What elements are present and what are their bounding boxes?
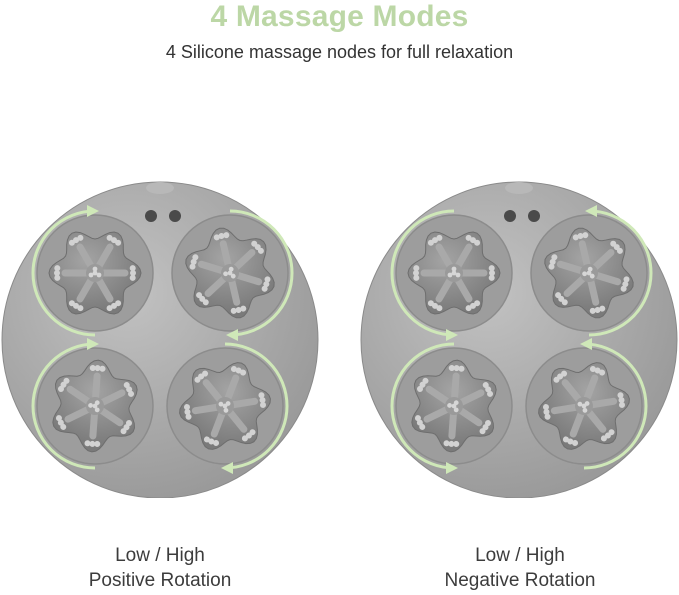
counterclockwise-arrow-icon [390, 342, 458, 474]
massage-node-icon [179, 362, 271, 450]
counterclockwise-arrow-icon [390, 209, 458, 341]
button-left-icon [504, 210, 516, 222]
button-right-icon [169, 210, 181, 222]
caption-speed: Low / High [475, 545, 565, 566]
clockwise-arrow-icon [31, 205, 99, 337]
device-notch [505, 182, 533, 194]
massager-negative-rotation [359, 178, 679, 498]
caption-rotation: Negative Rotation [444, 570, 596, 591]
massage-node-icon [538, 362, 630, 450]
caption-speed: Low / High [115, 545, 205, 566]
page-title: 4 Massage Modes [210, 0, 469, 33]
button-left-icon [145, 210, 157, 222]
page-subtitle: 4 Silicone massage nodes for full relaxa… [165, 42, 514, 62]
massage-node-icon [48, 231, 142, 315]
counterclockwise-arrow-icon [585, 205, 653, 337]
massager-positive-rotation [0, 178, 320, 498]
massage-node-icon [185, 227, 275, 319]
device-notch [146, 182, 174, 194]
massage-node-icon [544, 227, 634, 319]
clockwise-arrow-icon [221, 342, 289, 474]
clockwise-arrow-icon [226, 209, 294, 341]
clockwise-arrow-icon [31, 338, 99, 470]
massage-node-icon [411, 359, 497, 453]
massage-node-icon [52, 359, 138, 453]
caption-negative-rotation: Low / High Negative Rotation [350, 543, 679, 593]
button-right-icon [528, 210, 540, 222]
counterclockwise-arrow-icon [580, 338, 648, 470]
massage-node-icon [407, 231, 501, 315]
caption-rotation: Positive Rotation [88, 570, 232, 591]
caption-positive-rotation: Low / High Positive Rotation [0, 543, 330, 593]
